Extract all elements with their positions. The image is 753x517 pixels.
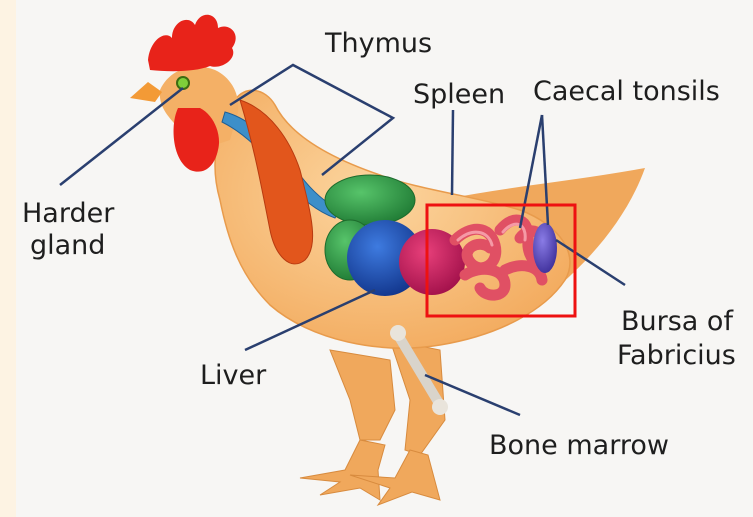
label-bursa-2: Fabricius bbox=[617, 340, 736, 371]
bursa-organ bbox=[533, 223, 557, 273]
label-liver: Liver bbox=[200, 360, 267, 391]
label-harder-gland-2: gland bbox=[30, 230, 105, 261]
spleen-organ bbox=[325, 175, 415, 225]
label-bone-marrow: Bone marrow bbox=[489, 430, 669, 461]
label-thymus: Thymus bbox=[324, 28, 432, 59]
harder-gland-eye bbox=[177, 77, 189, 89]
spleen-pointer bbox=[452, 110, 453, 195]
label-caecal-tonsils: Caecal tonsils bbox=[533, 76, 720, 107]
label-bursa-1: Bursa of bbox=[621, 306, 734, 337]
label-harder-gland-1: Harder bbox=[22, 198, 115, 229]
chicken-beak bbox=[130, 82, 162, 102]
harder-pointer bbox=[60, 88, 183, 185]
chicken-comb bbox=[148, 15, 236, 71]
chicken-legs bbox=[300, 340, 445, 505]
label-spleen: Spleen bbox=[413, 79, 505, 110]
